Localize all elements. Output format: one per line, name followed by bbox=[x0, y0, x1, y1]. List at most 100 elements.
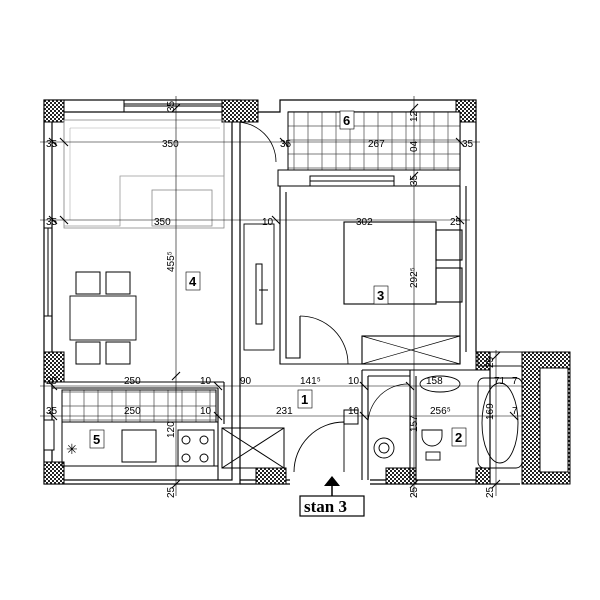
room-number-2: 2 bbox=[455, 430, 462, 445]
dim-267: 267 bbox=[368, 139, 385, 150]
star-icon: ✳ bbox=[66, 441, 78, 457]
balcony-door bbox=[309, 175, 395, 187]
dimension-lines bbox=[40, 96, 524, 496]
dim-10-c: 10 bbox=[348, 376, 360, 387]
dim-12: 12 bbox=[409, 110, 420, 122]
tv-unit bbox=[243, 223, 275, 351]
dim-35-d: 35 bbox=[409, 174, 420, 186]
chair bbox=[75, 271, 101, 295]
room-number-4: 4 bbox=[189, 274, 197, 289]
dim-158: 158 bbox=[426, 376, 443, 387]
bathtub bbox=[477, 377, 523, 469]
column-top-left bbox=[43, 99, 65, 123]
dim-292: 292⁵ bbox=[409, 267, 420, 288]
balcony-tiles bbox=[287, 111, 461, 171]
dim-120: 120 bbox=[166, 421, 177, 438]
cooktop bbox=[177, 429, 215, 467]
structural-columns bbox=[43, 99, 491, 485]
dim-169: 169 bbox=[485, 403, 496, 420]
bed bbox=[343, 221, 437, 305]
dim-10-a: 10 bbox=[262, 217, 274, 228]
dim-35-top: 35 bbox=[166, 100, 177, 112]
sink bbox=[121, 429, 157, 463]
dining-table bbox=[69, 295, 137, 341]
dim-231: 231 bbox=[276, 406, 293, 417]
dim-350-a: 350 bbox=[162, 139, 179, 150]
dim-10-e: 10 bbox=[348, 406, 360, 417]
column-top-right bbox=[455, 99, 477, 123]
balcony-rail bbox=[277, 169, 461, 187]
room-labels: 6 4 3 1 2 5 bbox=[89, 110, 467, 449]
dim-7-b: 7 bbox=[512, 406, 518, 417]
column-bottom-right-a bbox=[385, 467, 417, 485]
nightstand bbox=[435, 229, 463, 261]
stan-label-box bbox=[299, 495, 365, 517]
dim-350-b: 350 bbox=[154, 217, 171, 228]
coffee-table bbox=[151, 189, 213, 227]
tv bbox=[255, 263, 263, 325]
side-loggia bbox=[521, 351, 571, 485]
chair bbox=[105, 271, 131, 295]
dim-256: 256⁵ bbox=[430, 406, 451, 417]
entry-door-swing bbox=[293, 421, 345, 473]
room-number-1: 1 bbox=[301, 392, 308, 407]
dimension-labels: 35 12 04 35 350 35 267 35 35 35 350 10 3… bbox=[46, 100, 518, 498]
dim-157: 157 bbox=[409, 415, 420, 432]
chair bbox=[75, 341, 101, 365]
burner bbox=[199, 453, 209, 463]
dim-90: 90 bbox=[240, 376, 252, 387]
corridor-closet bbox=[221, 427, 285, 469]
dim-35-e: 35 bbox=[46, 217, 58, 228]
dim-35-a: 35 bbox=[46, 139, 58, 150]
chair bbox=[105, 341, 131, 365]
washbasin bbox=[419, 375, 461, 393]
dim-141: 141⁵ bbox=[300, 376, 321, 387]
dim-25-a: 25 bbox=[450, 217, 462, 228]
entry-door-frame bbox=[343, 409, 359, 425]
shower-drain bbox=[373, 437, 395, 459]
dim-35-f: 35 bbox=[46, 406, 58, 417]
room-number-3: 3 bbox=[377, 288, 384, 303]
room-number-6: 6 bbox=[343, 113, 350, 128]
dim-7-a: 7 bbox=[512, 376, 518, 387]
dim-10-b: 10 bbox=[200, 376, 212, 387]
burner bbox=[181, 435, 191, 445]
dim-35-c: 35 bbox=[462, 139, 474, 150]
bedroom bbox=[279, 186, 467, 365]
column-bottom-left bbox=[43, 461, 65, 485]
dim-250-a: 250 bbox=[124, 376, 141, 387]
dim-25-d: 25 bbox=[409, 486, 420, 498]
window-top bbox=[123, 99, 223, 113]
bedroom-door-swing bbox=[299, 315, 349, 365]
kitchen-tiles bbox=[61, 389, 217, 423]
room-number-5: 5 bbox=[93, 432, 100, 447]
living-room bbox=[63, 119, 275, 365]
window-left bbox=[43, 227, 53, 317]
dim-25-c: 25 bbox=[166, 486, 177, 498]
balcony-door-swing bbox=[235, 121, 277, 163]
dim-71: 71 bbox=[494, 376, 506, 387]
dim-302: 302 bbox=[356, 217, 373, 228]
dim-455: 455⁵ bbox=[166, 251, 177, 272]
bathroom-door-swing bbox=[367, 383, 409, 425]
dim-20: 20 bbox=[46, 376, 58, 387]
column-bottom-mid bbox=[255, 467, 287, 485]
column-top-mid bbox=[221, 99, 259, 123]
kitchen: ✳ bbox=[43, 389, 219, 467]
sofa bbox=[63, 119, 225, 229]
dim-04: 04 bbox=[409, 140, 420, 152]
dim-35-b: 35 bbox=[280, 139, 292, 150]
dim-10-d: 10 bbox=[200, 406, 212, 417]
burner bbox=[181, 453, 191, 463]
dimension-ticks bbox=[48, 103, 519, 489]
nightstand bbox=[435, 267, 463, 303]
entrance-arrow-icon bbox=[324, 476, 340, 486]
dim-250-b: 250 bbox=[124, 406, 141, 417]
dim-25-e: 25 bbox=[485, 486, 496, 498]
entrance-marker: stan 3 bbox=[299, 476, 365, 517]
dim-25-b: 25 bbox=[485, 356, 496, 368]
stan-label: stan 3 bbox=[304, 497, 347, 516]
fridge-column bbox=[43, 419, 55, 451]
kitchen-counter bbox=[61, 421, 219, 467]
toilet bbox=[421, 429, 443, 447]
